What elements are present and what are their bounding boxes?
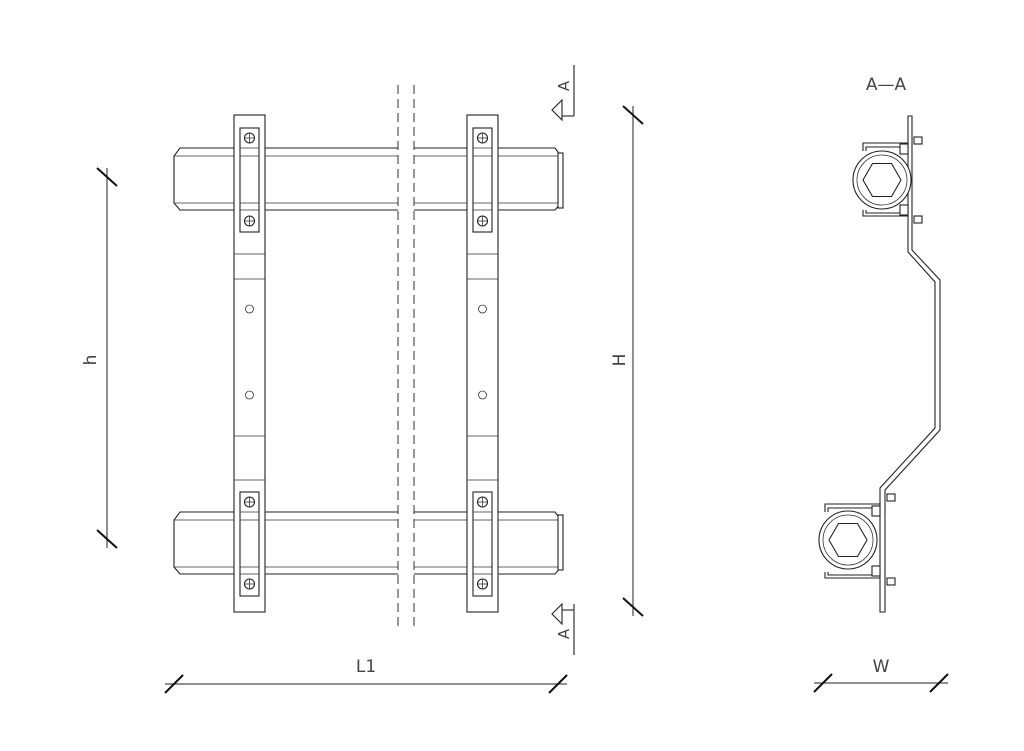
section-mark-top: A [555, 80, 573, 91]
left-bracket [233, 114, 266, 613]
section-title: A—A [866, 75, 907, 95]
hex-nut-icon [862, 162, 902, 198]
hex-nut-icon [828, 522, 868, 558]
section-mark-bottom: A [555, 628, 573, 639]
screw-icon [476, 578, 489, 590]
screws [243, 132, 489, 590]
screw-icon [476, 132, 489, 144]
screw-icon [243, 215, 256, 227]
screw-icon [243, 132, 256, 144]
screw-icon [243, 578, 256, 590]
dimension-L1: L1 [164, 657, 568, 694]
dim-label-L1: L1 [356, 657, 376, 677]
upper-bar [173, 147, 564, 211]
screw-icon [476, 496, 489, 508]
screw-icon [243, 496, 256, 508]
dim-label-H: H [610, 354, 630, 367]
z-bracket [879, 115, 941, 613]
dimension-h: h [81, 167, 118, 549]
right-bracket [466, 114, 499, 613]
bottom-clamp [818, 493, 896, 586]
top-clamp [852, 136, 923, 224]
section-view: A—A [818, 75, 941, 613]
lower-bar [173, 511, 564, 575]
section-cut-top: A [551, 65, 575, 122]
front-view: A A [173, 65, 575, 655]
screw-icon [476, 215, 489, 227]
section-cut-bottom: A [551, 602, 575, 655]
break-lines [397, 82, 415, 632]
dimension-W: W [813, 657, 949, 693]
dimension-H: H [610, 105, 644, 617]
dim-label-h: h [81, 355, 101, 366]
dim-label-W: W [873, 657, 890, 677]
